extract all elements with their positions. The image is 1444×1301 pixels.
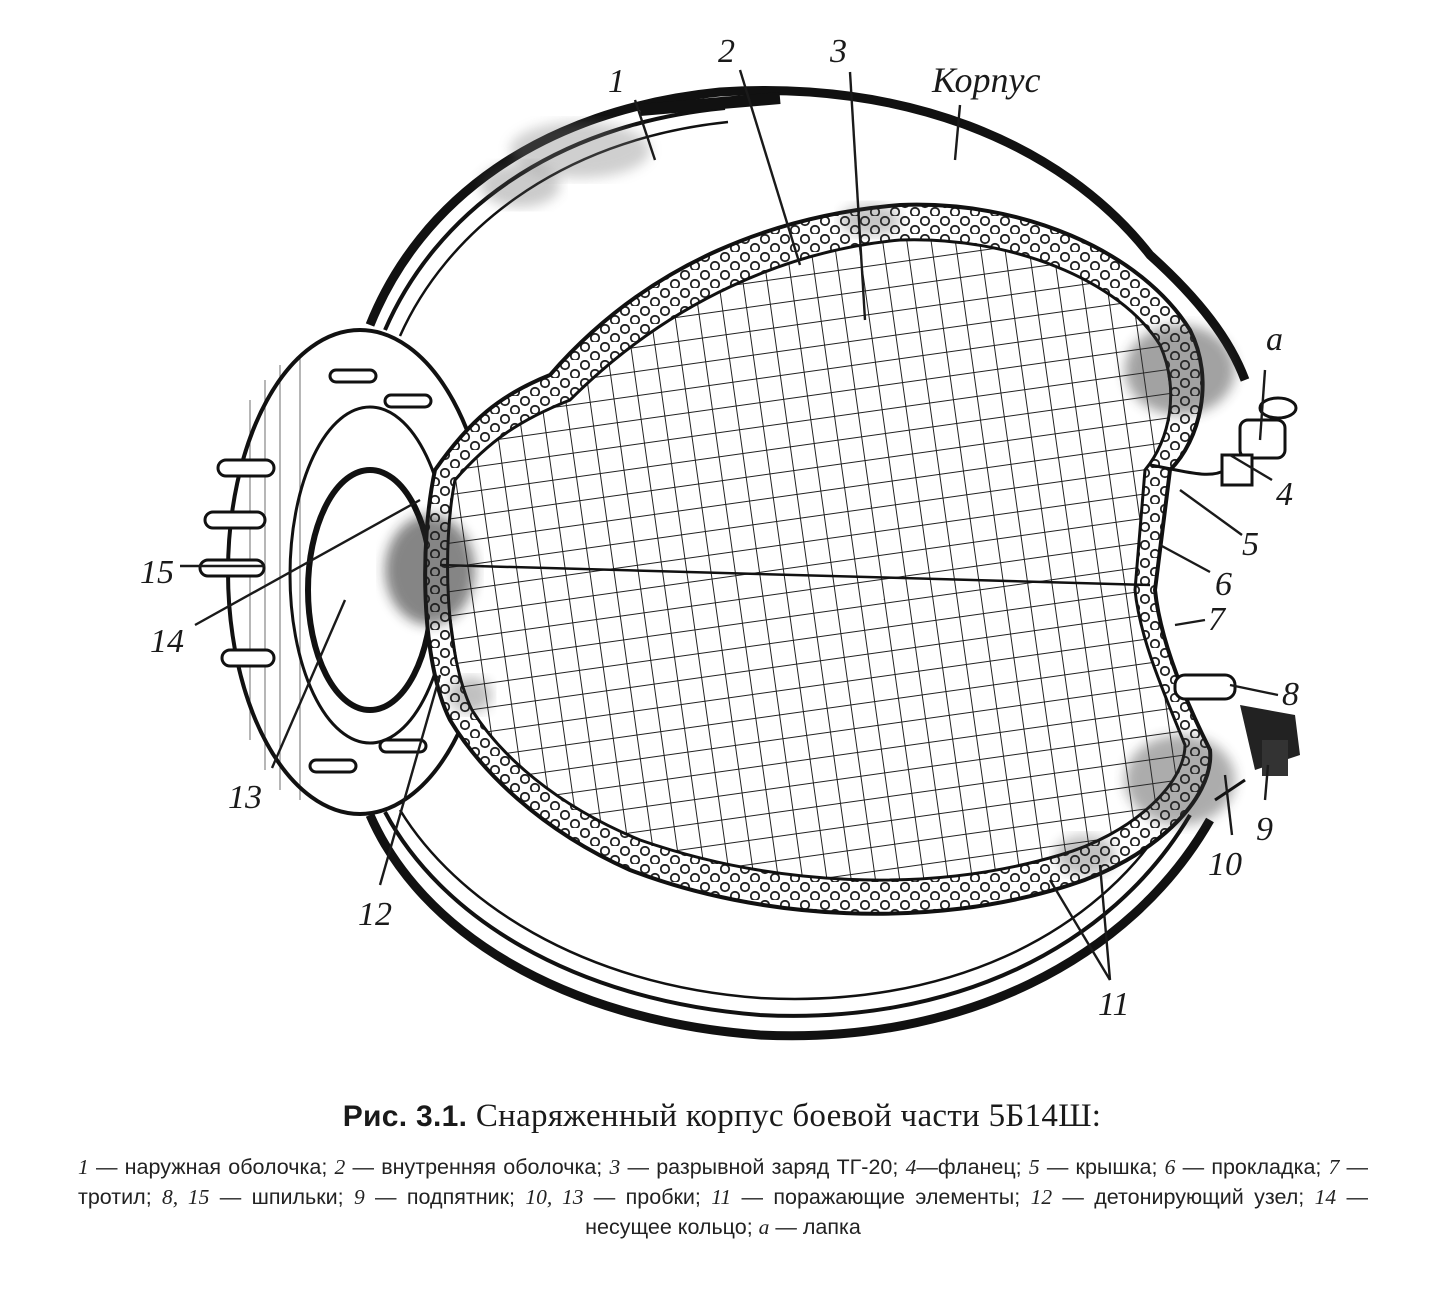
legend-item: 9 — подпятник; [353,1185,515,1209]
legend-item: 3 — разрывной заряд ТГ-20; [609,1155,899,1179]
legend-item: 8, 15 — шпильки; [162,1185,344,1209]
label-korpus: Корпус [931,60,1041,100]
label-6: 6 [1215,566,1232,603]
figure-caption-title: Рис. 3.1. Снаряженный корпус боевой част… [0,1098,1444,1135]
label-a: а [1266,321,1283,358]
legend-item: 2 — внутренняя оболочка; [334,1155,603,1179]
label-5: 5 [1242,526,1259,563]
label-2: 2 [718,33,735,70]
label-10: 10 [1208,846,1242,883]
leader-lines [180,69,1279,981]
label-13: 13 [228,779,262,816]
legend-item: 4—фланец; [905,1155,1022,1179]
legend-item: 14 — несущее кольцо; [585,1185,1368,1239]
legend-item: 11 — поражающие элементы; [711,1185,1021,1209]
label-7: 7 [1208,601,1227,638]
label-15: 15 [140,554,174,591]
charge-body [385,202,1235,916]
legend-item: 12 — детонирующий узел; [1030,1185,1305,1209]
outer-shell [365,85,1250,1041]
label-12: 12 [358,896,392,933]
label-3: 3 [829,33,847,70]
warhead-cross-section-diagram: 1 2 3 Корпус а 4 5 6 7 8 9 10 11 12 13 1… [140,33,1300,1041]
label-1: 1 [608,63,625,100]
legend-item: 7 — тротил; [78,1155,1369,1209]
label-8: 8 [1282,676,1299,713]
mounting-studs [198,458,276,668]
figure-legend: 1 — наружная оболочка; 2 — внутренняя об… [78,1152,1368,1242]
right-fittings [1149,396,1300,802]
figure-number: Рис. 3.1. [342,1100,468,1133]
label-11: 11 [1098,986,1129,1023]
legend-item: 1 — наружная оболочка; [78,1155,328,1179]
legend-item: 10, 13 — пробки; [525,1185,701,1209]
label-9: 9 [1256,811,1273,848]
legend-item: 6 — прокладка; [1164,1155,1322,1179]
legend-item: а — лапка [758,1215,861,1239]
legend-item: 5 — крышка; [1028,1155,1158,1179]
label-4: 4 [1276,476,1293,513]
figure-title: Снаряженный корпус боевой части 5Б14Ш: [475,1098,1102,1134]
label-14: 14 [150,623,184,660]
